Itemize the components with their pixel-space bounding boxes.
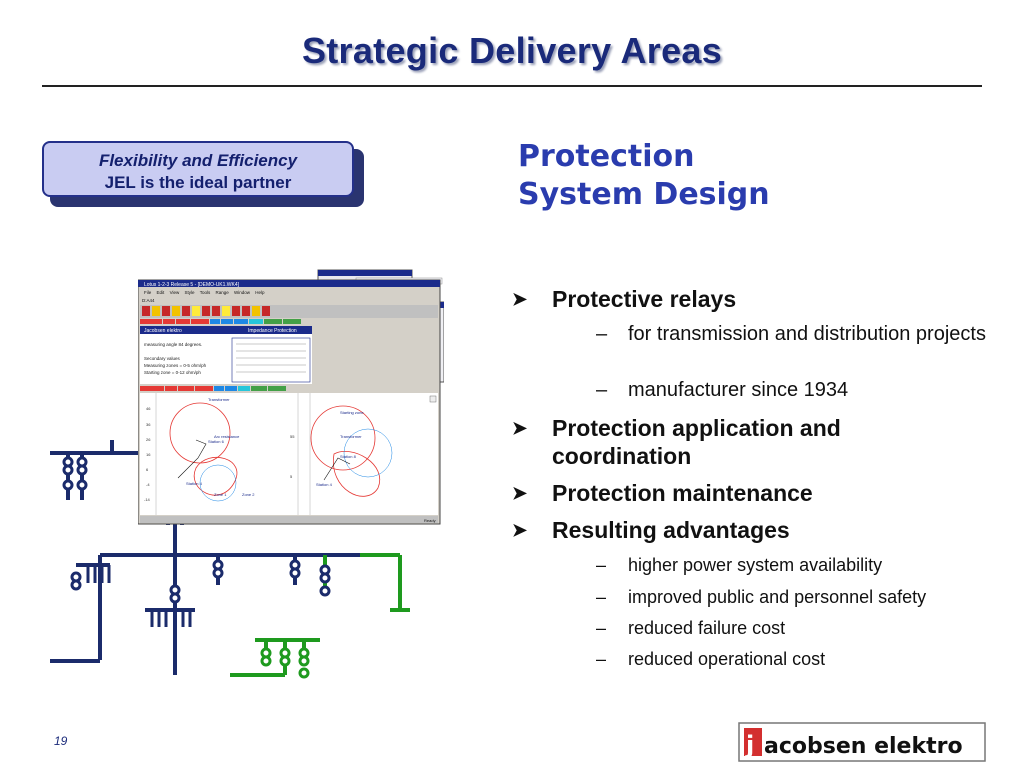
bullet-protection-maintenance: ➤Protection maintenance [512, 480, 813, 506]
menu-range[interactable]: Range [215, 290, 229, 295]
dash-icon: – [596, 379, 608, 401]
dash-icon: – [596, 618, 607, 638]
menu-help[interactable]: Help [255, 290, 265, 295]
svg-text:55: 55 [290, 434, 295, 439]
plot-label: Station 8 [340, 454, 357, 459]
plot-label: Arc resistance [214, 434, 240, 439]
plot-close-icon[interactable] [429, 395, 437, 403]
sub-item: –for transmission and distribution proje… [596, 323, 986, 345]
measuring-zones: Measuring zones = 0-5 ohm/ph [144, 363, 207, 368]
heading-line-2: System Design [518, 177, 770, 212]
sub-item: –reduced operational cost [596, 649, 826, 669]
panel-title: Impedance Protection [248, 328, 297, 334]
menu-view[interactable]: View [170, 290, 180, 295]
menu-edit[interactable]: Edit [157, 290, 166, 295]
bullet-protective-relays: ➤Protective relays [512, 286, 737, 312]
dash-icon: – [596, 649, 607, 669]
sub-item: –higher power system availability [596, 555, 883, 575]
plot-label: Zone 1 [214, 492, 227, 497]
title-divider [42, 85, 982, 87]
dash-icon: – [596, 555, 607, 575]
relay-software-screenshot: Lotus 1-2-3 Release 5 - [DEMO-UK1.WK4] F… [138, 269, 444, 525]
svg-text:5: 5 [290, 474, 293, 479]
svg-text:File Edit View Sty: File Edit View Style Tools Range Window … [144, 290, 265, 295]
svg-text:-4: -4 [146, 482, 150, 487]
menu-window[interactable]: Window [234, 290, 251, 295]
plot-label: Starting zone [340, 410, 364, 415]
bullet-resulting-advantages: ➤Resulting advantages [512, 517, 790, 543]
section-heading: Protection System Design [518, 138, 770, 214]
jel-logo-icon: j acobsen elektro [738, 722, 986, 762]
arrow-bullet-icon: ➤ [512, 483, 528, 503]
dash-icon: – [596, 587, 607, 607]
status-ready: Ready [424, 518, 436, 523]
plot-label: Station 4 [316, 482, 333, 487]
window-title: Lotus 1-2-3 Release 5 - [DEMO-UK1.WK4] [144, 282, 240, 288]
plot-label: Zone 2 [242, 492, 255, 497]
tagline-badge: Flexibility and Efficiency JEL is the id… [42, 141, 354, 197]
starting-zone: Starting zone = 0-12 ohm/ph [144, 370, 201, 375]
sheet-tabs-lower [140, 386, 286, 391]
heading-line-1: Protection [518, 139, 695, 174]
svg-text:6: 6 [146, 467, 149, 472]
sub-item: –reduced failure cost [596, 618, 786, 638]
svg-text:26: 26 [146, 437, 151, 442]
measuring-angle: measuring angle 84 degrees. [144, 342, 202, 347]
plot-label: Transformer [208, 397, 230, 402]
svg-text:j: j [745, 731, 754, 759]
cell-reference: D:A44 [142, 298, 155, 303]
bullet-protection-application: ➤Protection application and coordination [512, 415, 841, 469]
badge-line-2: JEL is the ideal partner [104, 173, 292, 192]
company-label: Jacobsen elektro [144, 328, 182, 334]
sheet-tabs [140, 319, 301, 324]
svg-text:36: 36 [146, 422, 151, 427]
page-number: 19 [54, 734, 68, 748]
secondary-values: Secondary values [144, 356, 181, 361]
menu-file[interactable]: File [144, 290, 152, 295]
plot-label: Transformer [340, 434, 362, 439]
svg-text:16: 16 [146, 452, 151, 457]
slide-title: Strategic Delivery Areas [301, 30, 723, 71]
toolbar [140, 305, 438, 318]
arrow-bullet-icon: ➤ [512, 289, 528, 309]
logo-text: acobsen elektro [764, 734, 963, 759]
arrow-bullet-icon: ➤ [512, 418, 528, 438]
sub-item: –manufacturer since 1934 [596, 379, 849, 401]
network-single-line-diagram [50, 440, 410, 679]
sub-item: –improved public and personnel safety [596, 587, 927, 607]
plot-label: Station 4 [186, 481, 203, 486]
badge-line-1: Flexibility and Efficiency [98, 151, 298, 170]
arrow-bullet-icon: ➤ [512, 520, 528, 540]
svg-text:-14: -14 [144, 497, 151, 502]
dash-icon: – [596, 323, 608, 345]
plot-label: Station 6 [208, 439, 225, 444]
menu-style[interactable]: Style [185, 290, 196, 295]
svg-text:46: 46 [146, 406, 151, 411]
menu-tools[interactable]: Tools [200, 290, 211, 295]
